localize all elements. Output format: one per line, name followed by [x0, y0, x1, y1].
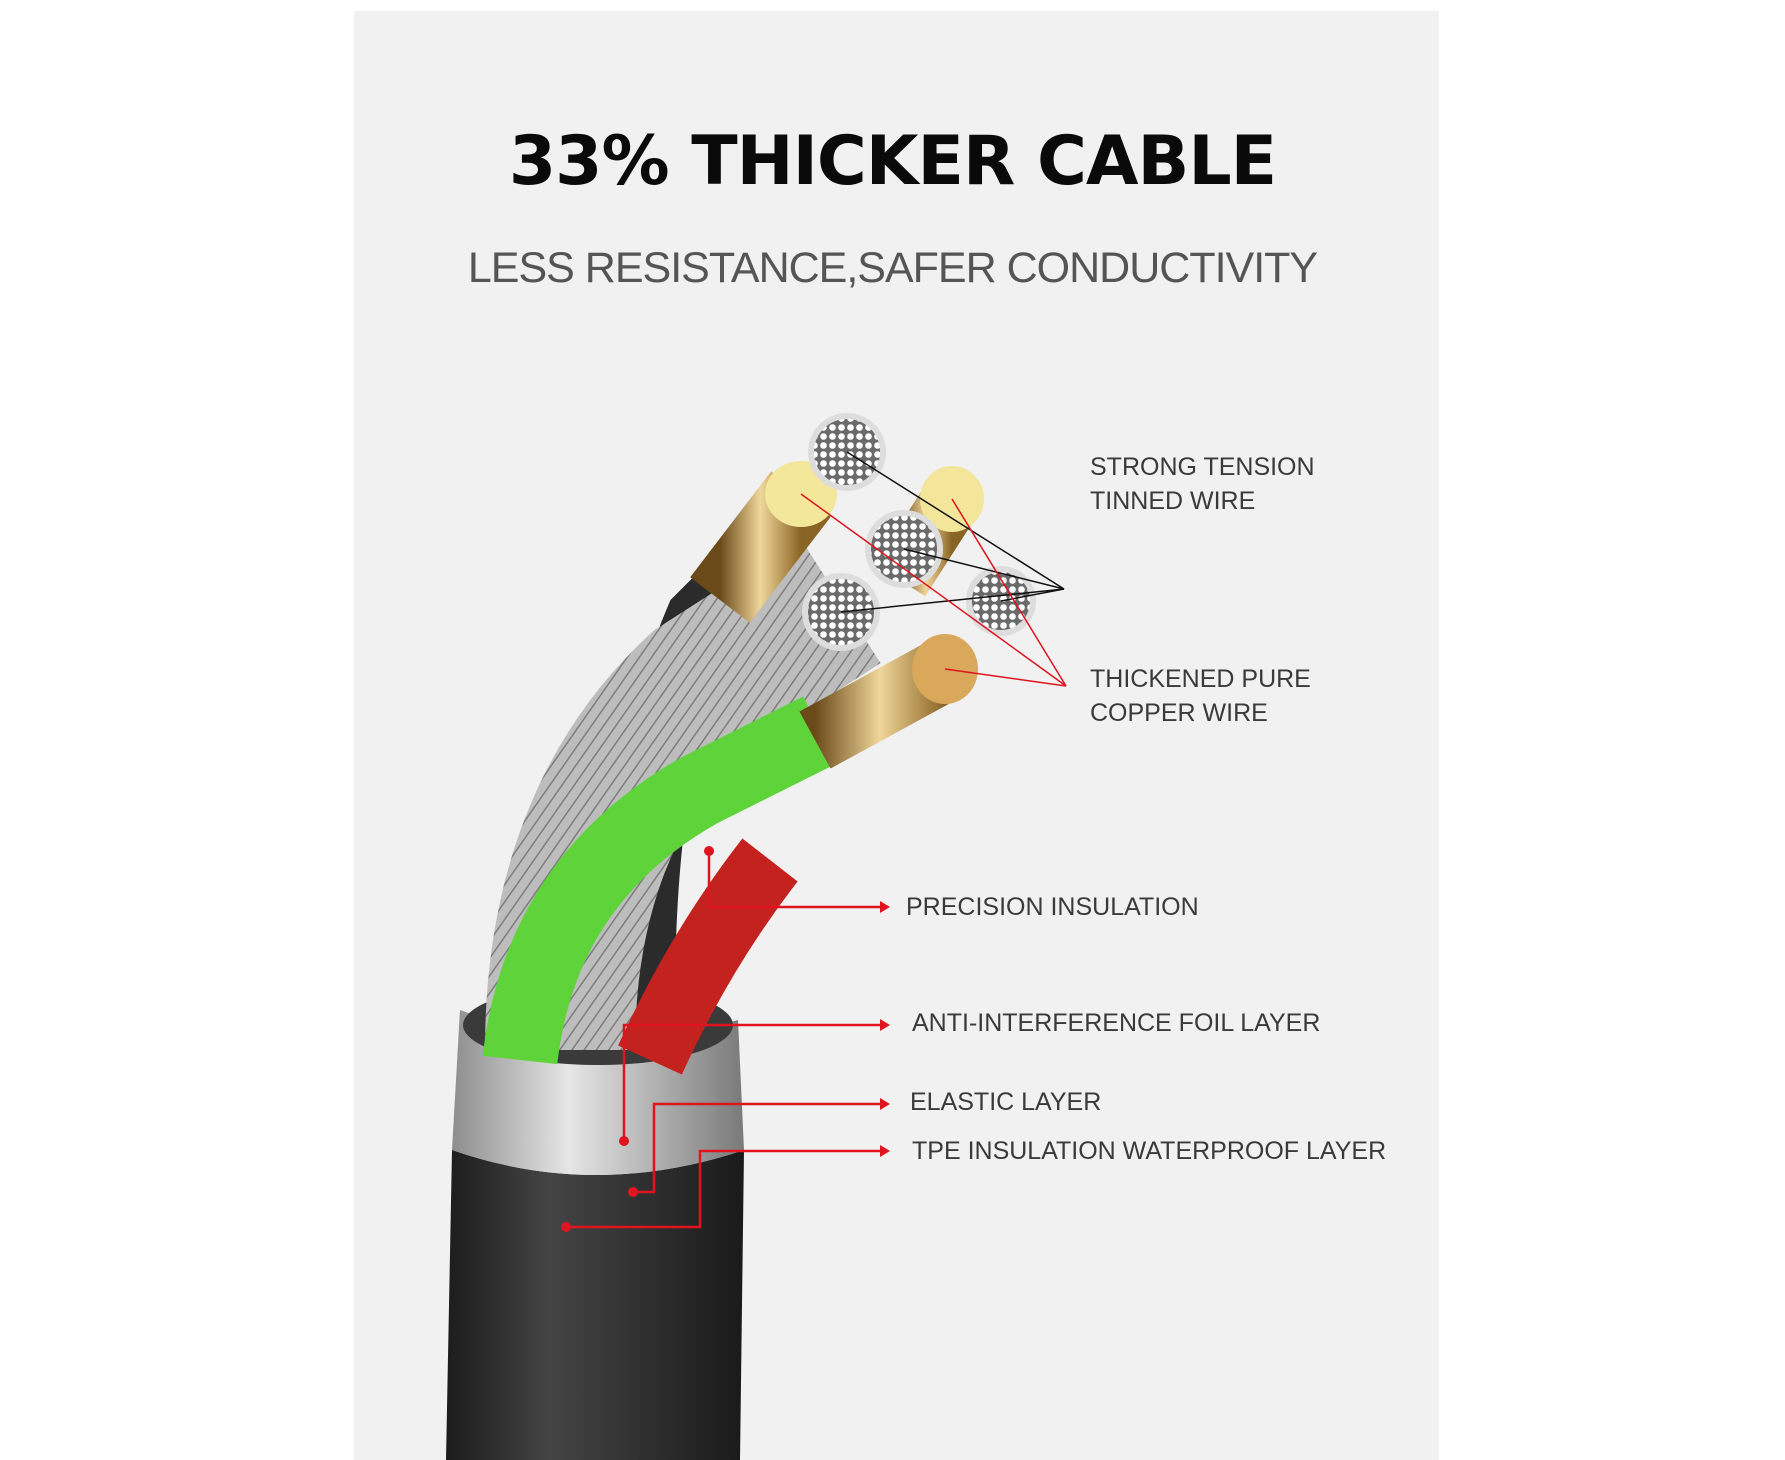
- label-foil-layer: ANTI-INTERFERENCE FOIL LAYER: [912, 1009, 1321, 1037]
- label-tinned-wire: STRONG TENSION TINNED WIRE: [1090, 450, 1315, 518]
- precision-callout: [707, 851, 880, 909]
- page-subtitle: LESS RESISTANCE,SAFER CONDUCTIVITY: [467, 244, 1318, 292]
- label-precision-insulation: PRECISION INSULATION: [906, 893, 1199, 921]
- label-line: THICKENED PURE: [1090, 665, 1311, 693]
- label-elastic-layer: ELASTIC LAYER: [910, 1088, 1102, 1116]
- tinned-leader-lines: [840, 451, 1065, 613]
- copper-leader-lines: [800, 493, 1067, 687]
- label-tpe-layer: TPE INSULATION WATERPROOF LAYER: [912, 1137, 1387, 1165]
- label-line: STRONG TENSION: [1090, 453, 1315, 481]
- green-insulation-wire: [482, 696, 837, 1065]
- elastic-callout: [633, 1102, 880, 1194]
- foil-callout: [622, 1023, 880, 1141]
- label-line: COPPER WIRE: [1090, 699, 1268, 727]
- page-title: 33% THICKER CABLE: [508, 122, 1277, 201]
- label-copper-wire: THICKENED PURE COPPER WIRE: [1090, 662, 1311, 730]
- label-line: TINNED WIRE: [1090, 487, 1256, 515]
- tpe-callout: [566, 1149, 880, 1229]
- red-wire: [618, 838, 798, 1075]
